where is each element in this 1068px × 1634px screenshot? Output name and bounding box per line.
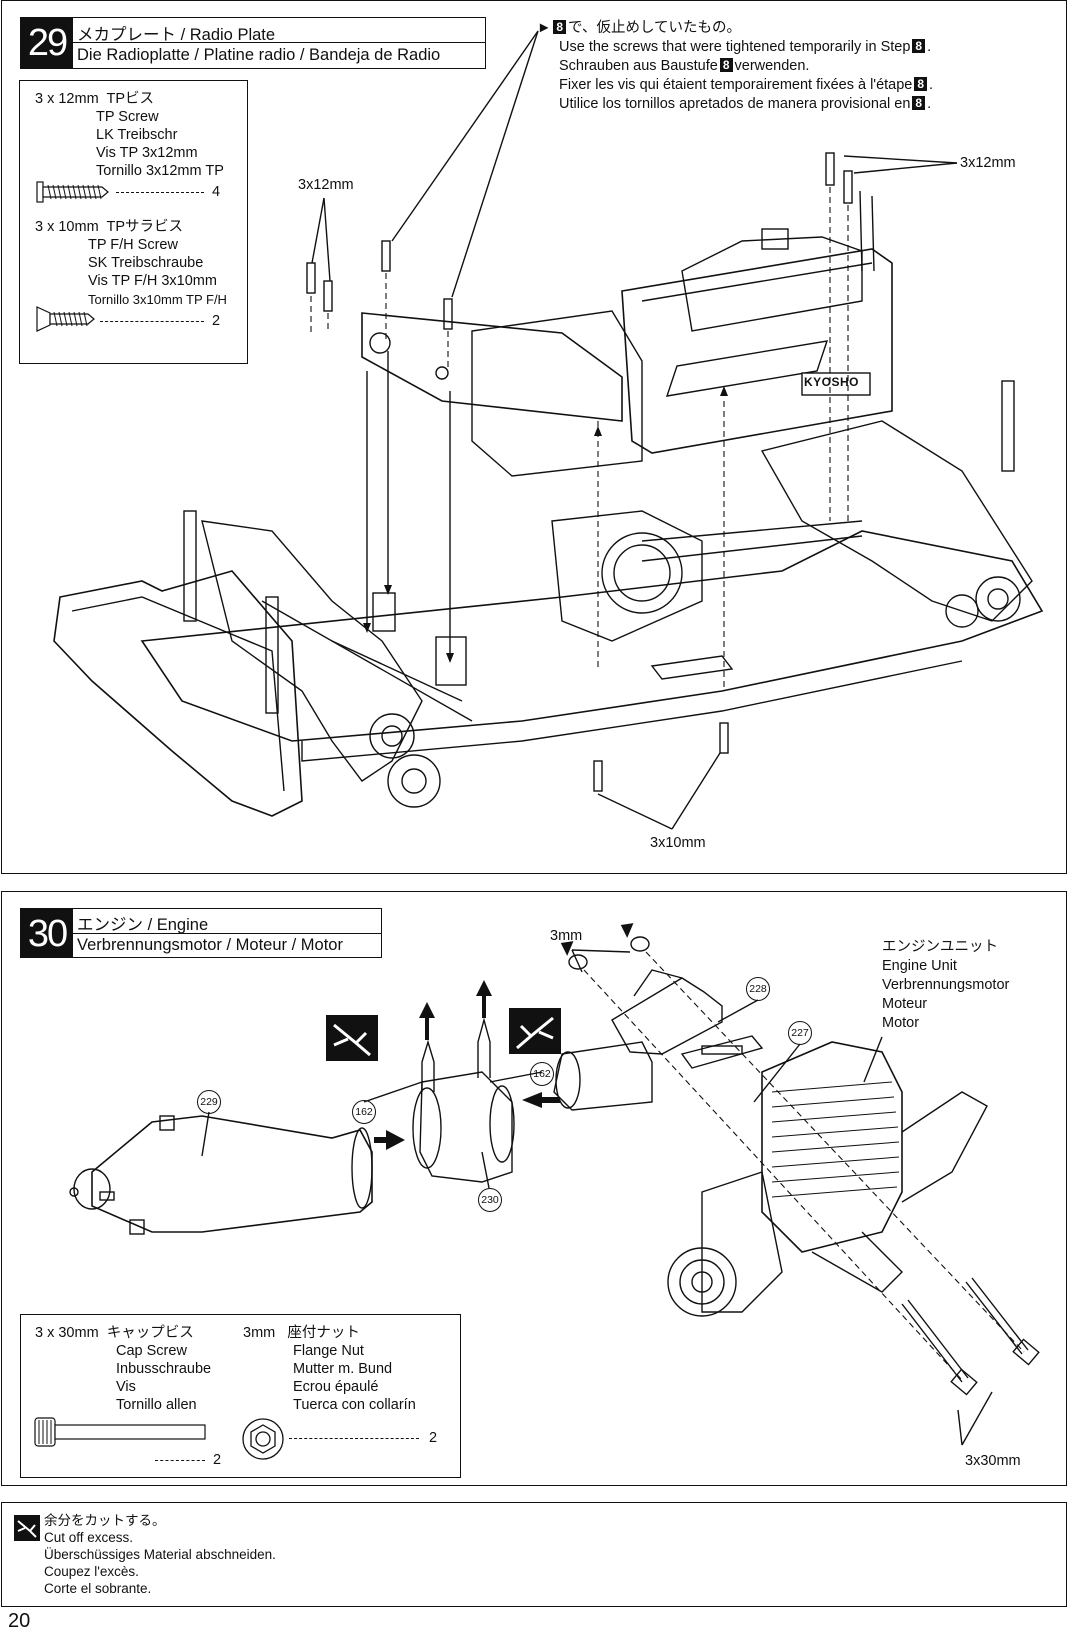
note-ja: で、仮止めしていたもの。	[568, 20, 742, 36]
hw-1-ja: キャップビス	[106, 1325, 194, 1341]
step-29-panel: 29 メカプレート / Radio Plate Die Radioplatte …	[1, 0, 1067, 874]
part-162-left: 162	[352, 1100, 376, 1124]
callout-3x12mm-right: 3x12mm	[960, 155, 1016, 171]
hw-1-name-en: Cap Screw	[116, 1343, 187, 1359]
hw-2-ja: 座付ナット	[287, 1325, 360, 1341]
hw-2-size: 3mm	[243, 1325, 276, 1341]
screw-2-name-de: SK Treibschraube	[88, 255, 204, 271]
cap-screw-icon	[34, 1417, 206, 1447]
cut-note-fr: Coupez l'excès.	[44, 1564, 139, 1579]
part-230: 230	[478, 1188, 502, 1212]
hw-1-name-es: Tornillo allen	[116, 1397, 197, 1413]
screw-2-name-en: TP F/H Screw	[88, 237, 178, 253]
note-de-prefix: Schrauben aus Baustufe	[559, 58, 718, 74]
screw-2-name-es: Tornillo 3x10mm TP F/H	[88, 292, 227, 307]
screw-2-size: 3 x 10mm	[35, 219, 99, 235]
radio-plate-chassis-illustration	[53, 30, 1044, 830]
step-29-header: 29 メカプレート / Radio Plate Die Radioplatte …	[20, 17, 486, 69]
side-cutter-icon	[326, 1015, 378, 1061]
step-30-title-multi: Verbrennungsmotor / Moteur / Motor	[77, 936, 343, 954]
note-arrow-icon: ►	[537, 20, 552, 36]
brand-logo: KYOSHO	[804, 375, 860, 389]
screw-1-name-en: TP Screw	[96, 109, 159, 125]
tp-flat-head-screw-icon	[36, 306, 95, 332]
note-step-ref: 8	[553, 20, 567, 34]
screw-1-name-fr: Vis TP 3x12mm	[96, 145, 198, 161]
step-29-number: 29	[21, 18, 73, 68]
screw-2-name-fr: Vis TP F/H 3x10mm	[88, 273, 217, 289]
hw-1-qty: 2	[213, 1452, 222, 1468]
step-30-number: 30	[21, 909, 73, 957]
page-number: 20	[8, 1610, 31, 1632]
callout-3x12mm-left: 3x12mm	[298, 177, 354, 193]
step-30-header: 30 エンジン / Engine Verbrennungsmotor / Mot…	[20, 908, 382, 958]
side-cutter-icon	[14, 1515, 40, 1541]
engine-exhaust-illustration	[69, 923, 1040, 1446]
note-de-suffix: verwenden.	[734, 58, 810, 74]
hw-2-name-de: Mutter m. Bund	[293, 1361, 393, 1377]
hw-1-name-de: Inbusschraube	[116, 1361, 212, 1377]
cut-excess-note: 余分をカットする。 Cut off excess. Überschüssiges…	[1, 1502, 1067, 1607]
note-en: Use the screws that were tightened tempo…	[559, 39, 911, 55]
callout-3x30mm: 3x30mm	[965, 1453, 1021, 1469]
hw-1-size: 3 x 30mm	[35, 1325, 99, 1341]
hw-2-qty: 2	[429, 1430, 438, 1446]
cut-note-en: Cut off excess.	[44, 1530, 134, 1545]
hw-1-name-fr: Vis	[116, 1379, 136, 1395]
tp-screw-icon	[36, 181, 109, 203]
side-cutter-icon	[509, 1008, 561, 1054]
hw-2-name-es: Tuerca con collarín	[293, 1397, 416, 1413]
step-30-panel: 30 エンジン / Engine Verbrennungsmotor / Mot…	[1, 891, 1067, 1486]
note-fr: Fixer les vis qui étaient temporairement…	[559, 77, 913, 93]
screw-2-ja: TPサラビス	[106, 219, 183, 235]
note-es: Utilice los tornillos apretados de maner…	[559, 96, 911, 112]
flange-nut-icon	[242, 1418, 284, 1460]
screw-1-ja: TPビス	[106, 91, 154, 107]
screw-1-size: 3 x 12mm	[35, 91, 99, 107]
cut-note-es: Corte el sobrante.	[44, 1581, 152, 1596]
hw-2-name-fr: Ecrou épaulé	[293, 1379, 379, 1395]
step-30-hardware-list: 3 x 30mm キャップビス Cap Screw Inbusschraube …	[20, 1314, 461, 1478]
cut-note-de: Überschüssiges Material abschneiden.	[44, 1547, 276, 1562]
callout-3mm-nut: 3mm	[550, 928, 583, 944]
screw-1-name-de: LK Treibschr	[96, 127, 178, 143]
hw-2-name-en: Flange Nut	[293, 1343, 364, 1359]
part-229: 229	[197, 1090, 221, 1114]
cut-note-ja: 余分をカットする。	[44, 1513, 166, 1528]
screw-1-qty: 4	[212, 184, 221, 200]
step-29-title-multi: Die Radioplatte / Platine radio / Bandej…	[77, 46, 441, 64]
callout-3x10mm-bottom: 3x10mm	[650, 835, 706, 851]
screw-1-name-es: Tornillo 3x12mm TP	[96, 163, 224, 179]
step-29-title-ja: メカプレート / Radio Plate	[77, 26, 276, 44]
step-30-title-ja: エンジン / Engine	[77, 916, 209, 934]
step-29-screw-list: 3 x 12mm TPビス TP Screw LK Treibschr Vis …	[19, 80, 248, 364]
screw-2-qty: 2	[212, 313, 221, 329]
